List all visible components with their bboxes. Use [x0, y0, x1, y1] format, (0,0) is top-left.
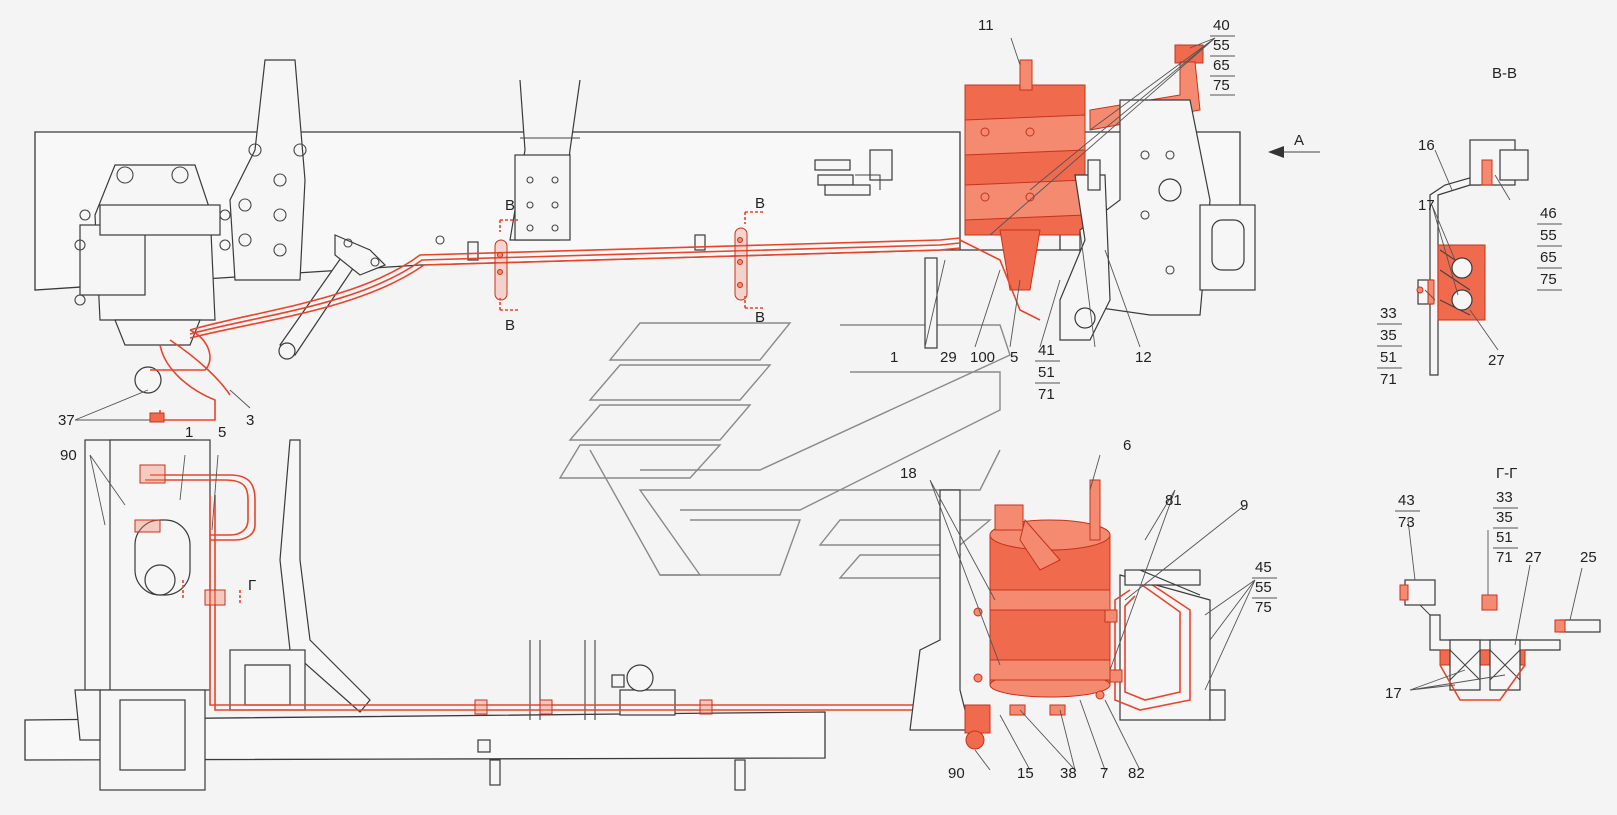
label-18: 18 [900, 465, 917, 482]
label-1: 1 [890, 349, 898, 366]
section-vv-title: В-В [1492, 65, 1517, 82]
label-45: 45 [1255, 559, 1272, 576]
cut-marks-b [499, 211, 765, 311]
fuel-lines-bottom [134, 464, 920, 715]
label-35-gg: 35 [1496, 509, 1513, 526]
label-46: 46 [1540, 205, 1557, 222]
label-51: 51 [1038, 364, 1055, 381]
fuel-tank-top[interactable] [959, 44, 1204, 321]
label-38: 38 [1060, 765, 1077, 782]
label-90-left: 90 [60, 447, 77, 464]
label-55-b: 55 [1255, 579, 1272, 596]
label-12: 12 [1135, 349, 1152, 366]
label-82: 82 [1128, 765, 1145, 782]
diagonal-bar [278, 234, 387, 360]
label-9: 9 [1240, 497, 1248, 514]
fuel-lines-top [149, 227, 961, 423]
label-33-gg: 33 [1496, 489, 1513, 506]
callout-labels: 11 40 55 65 75 A В В В В 1 29 100 5 41 5… [58, 17, 1597, 782]
cut-b-4: В [755, 309, 765, 326]
section-vv [1416, 139, 1529, 376]
view-arrow-a [1268, 146, 1320, 158]
label-37: 37 [58, 412, 75, 429]
label-17-vv: 17 [1418, 197, 1435, 214]
label-40: 40 [1213, 17, 1230, 34]
label-81: 81 [1165, 492, 1182, 509]
label-43: 43 [1398, 492, 1415, 509]
label-71-gg: 71 [1496, 549, 1513, 566]
label-5: 5 [1010, 349, 1018, 366]
label-6: 6 [1123, 437, 1131, 454]
left-top-bracket [74, 59, 307, 394]
label-51-gg: 51 [1496, 529, 1513, 546]
cut-mark-g [182, 580, 241, 605]
filter-connectors [814, 149, 893, 196]
label-17-gg: 17 [1385, 685, 1402, 702]
cut-b-1: В [505, 197, 515, 214]
bottom-frame-rail [24, 439, 826, 791]
view-a-label: A [1294, 132, 1304, 149]
label-5-bottom: 5 [218, 424, 226, 441]
label-51-vv: 51 [1380, 349, 1397, 366]
label-75-c: 75 [1540, 271, 1557, 288]
label-25: 25 [1580, 549, 1597, 566]
fuel-tank-bottom[interactable] [909, 479, 1226, 750]
right-top-bracket [924, 99, 1256, 349]
cut-b-3: В [755, 195, 765, 212]
label-33: 33 [1380, 305, 1397, 322]
label-1-bottom: 1 [185, 424, 193, 441]
label-27-gg: 27 [1525, 549, 1542, 566]
leader-lines [74, 37, 1583, 771]
label-16: 16 [1418, 137, 1435, 154]
section-gg [1399, 579, 1601, 701]
label-41: 41 [1038, 342, 1055, 359]
label-35: 35 [1380, 327, 1397, 344]
label-7: 7 [1100, 765, 1108, 782]
label-55-c: 55 [1540, 227, 1557, 244]
label-75: 75 [1213, 77, 1230, 94]
label-73: 73 [1398, 514, 1415, 531]
label-27-vv: 27 [1488, 352, 1505, 369]
label-65-b: 65 [1540, 249, 1557, 266]
label-71-vv: 71 [1380, 371, 1397, 388]
mid-bracket [435, 79, 706, 261]
label-71: 71 [1038, 386, 1055, 403]
label-75-b: 75 [1255, 599, 1272, 616]
section-gg-title: Г-Г [1496, 465, 1517, 482]
label-11: 11 [978, 17, 994, 34]
cut-b-2: В [505, 317, 515, 334]
label-55: 55 [1213, 37, 1230, 54]
cut-g-label: Г [248, 577, 256, 594]
label-100: 100 [970, 349, 995, 366]
label-65: 65 [1213, 57, 1230, 74]
label-3: 3 [246, 412, 254, 429]
label-29: 29 [940, 349, 957, 366]
label-90-bottom: 90 [948, 765, 965, 782]
label-15: 15 [1017, 765, 1034, 782]
